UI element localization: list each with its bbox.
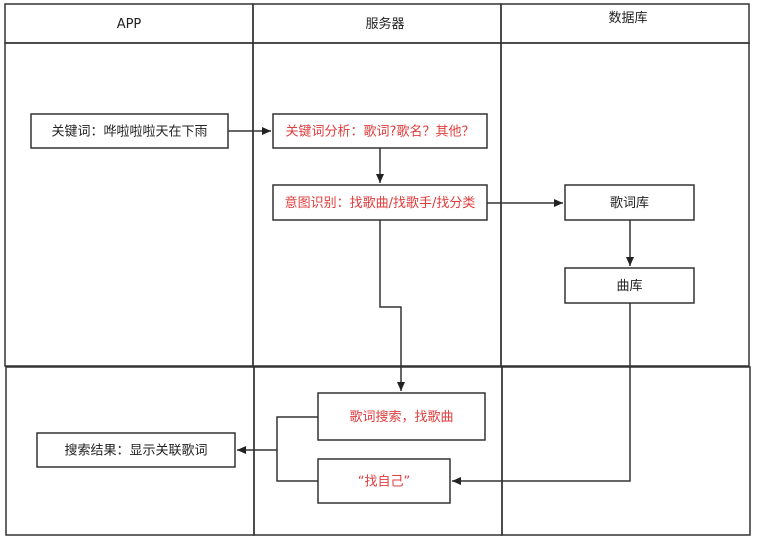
node-search-result-label: 搜索结果：显示关联歌词 [64, 444, 207, 459]
node-find-self-label: “找自己” [358, 475, 410, 490]
node-keyword: 关键词：哗啦啦啦天在下雨 [30, 113, 229, 149]
node-intent-label: 意图识别：找歌曲/找歌手/找分类 [285, 195, 476, 211]
lane-top-app [4, 42, 254, 367]
connectors [228, 127, 634, 485]
lane-title-app: APP [117, 17, 142, 32]
lane-title-server: 服务器 [365, 16, 404, 32]
node-keyword-analysis: 关键词分析：歌词?歌名？其他？ [272, 113, 488, 149]
node-keyword-label: 关键词：哗啦啦啦天在下雨 [51, 124, 207, 140]
arrow-intent-to-lyrics-search [379, 220, 405, 391]
node-song-db: 曲库 [564, 267, 695, 304]
node-lyrics-search-label: 歌词搜索，找歌曲 [349, 410, 453, 425]
node-keyword-analysis-label: 关键词分析：歌词?歌名？其他？ [286, 124, 475, 140]
lane-top-database [500, 42, 750, 367]
node-search-result: 搜索结果：显示关联歌词 [36, 432, 236, 468]
node-intent: 意图识别：找歌曲/找歌手/找分类 [272, 184, 488, 221]
node-lyrics-db: 歌词库 [564, 184, 695, 221]
swimlane-grid [4, 3, 751, 536]
lane-bottom-server [253, 366, 503, 536]
node-lyrics-search: 歌词搜索，找歌曲 [317, 392, 486, 441]
node-find-self: “找自己” [317, 458, 451, 504]
node-lyrics-db-label: 歌词库 [610, 195, 649, 211]
connector-search-group [276, 416, 318, 482]
lane-bottom-database [501, 366, 751, 536]
arrow-song-db-to-find-self [452, 303, 631, 485]
node-song-db-label: 曲库 [616, 278, 642, 294]
lane-title-database: 数据库 [608, 10, 647, 26]
